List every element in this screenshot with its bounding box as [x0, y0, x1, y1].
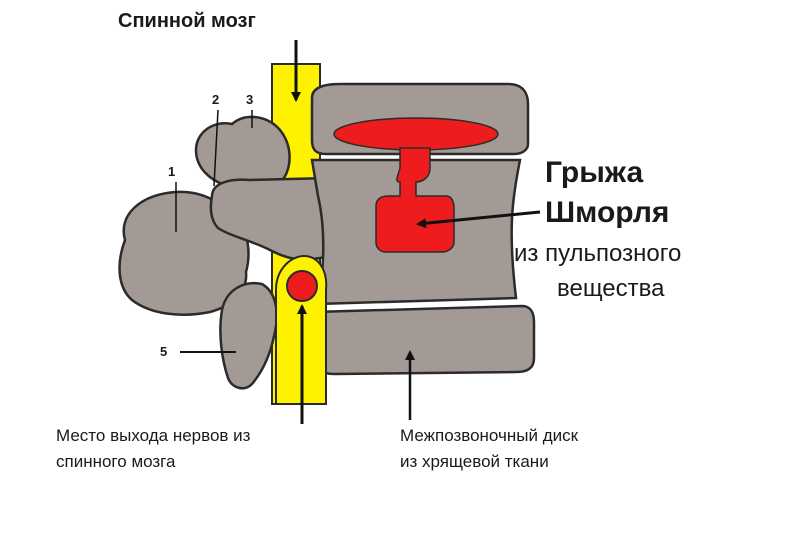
disc-label-line2: из хрящевой ткани	[400, 452, 549, 471]
nerve-exit-label-line2: спинного мозга	[56, 452, 176, 471]
number-label-3: 3	[246, 92, 254, 107]
inferior-articular-process	[219, 281, 278, 390]
hernia-stem	[375, 147, 455, 253]
lower-vertebral-body	[312, 304, 536, 376]
hernia-arrow	[416, 210, 541, 229]
nerve-exit-label-line1: Место выхода нервов из	[56, 426, 251, 445]
hernia-label-line2: Шморля	[545, 196, 670, 229]
hernia-label-line1: Грыжа	[545, 156, 644, 189]
nerve-root	[286, 270, 318, 302]
number-label-2: 2	[212, 92, 220, 107]
hernia-label-line3: из пульпозного	[514, 240, 682, 267]
number-label-5: 5	[160, 344, 168, 359]
articular-process	[194, 115, 291, 190]
label-2-leader	[213, 109, 219, 187]
number-label-1: 1	[168, 164, 176, 179]
disc-label-line1: Межпозвоночный диск	[400, 426, 579, 445]
hernia-label-line4: вещества	[557, 275, 665, 302]
spinal-cord-label: Спинной мозг	[118, 10, 256, 32]
hernia-top	[333, 117, 499, 151]
